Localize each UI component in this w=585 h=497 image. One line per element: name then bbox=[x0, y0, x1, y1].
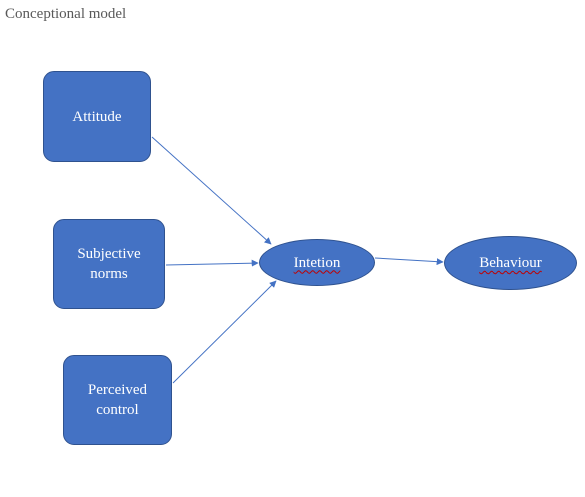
arrow-subjective-to-intention bbox=[165, 259, 259, 267]
attitude-label: Attitude bbox=[72, 108, 122, 125]
arrow-perceived-to-intention bbox=[172, 280, 277, 384]
arrow-intention-to-behaviour bbox=[374, 257, 444, 266]
intention-label: Intetion bbox=[293, 254, 341, 271]
perceived-control-label: Perceived control bbox=[87, 382, 148, 418]
behaviour-node[interactable]: Behaviour bbox=[444, 236, 577, 290]
intention-node[interactable]: Intetion bbox=[259, 239, 375, 286]
attitude-node[interactable]: Attitude bbox=[43, 71, 151, 162]
arrow-attitude-to-intention bbox=[151, 136, 272, 245]
behaviour-label: Behaviour bbox=[479, 255, 542, 271]
subjective-norms-node[interactable]: Subjective norms bbox=[53, 219, 165, 309]
perceived-control-node[interactable]: Perceived control bbox=[63, 355, 172, 445]
subjective-norms-label: Subjective norms bbox=[77, 246, 141, 282]
page-title: Conceptional model bbox=[5, 6, 127, 22]
